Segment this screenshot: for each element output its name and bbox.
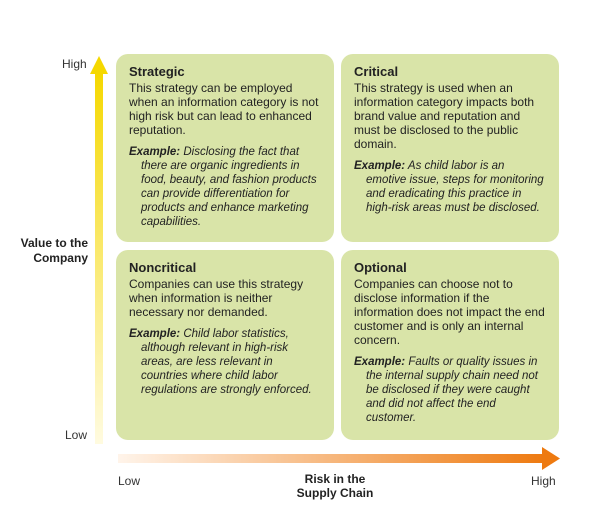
y-axis-high-label: High	[62, 57, 87, 71]
x-axis-high-label: High	[531, 474, 556, 488]
quadrant-description: This strategy can be employed when an in…	[129, 81, 319, 137]
y-axis-arrow	[90, 56, 108, 444]
x-axis-title-line1: Risk in the	[304, 472, 366, 486]
quadrant-optional: Optional Companies can choose not to dis…	[341, 250, 559, 440]
quadrant-strategic: Strategic This strategy can be employed …	[116, 54, 334, 242]
example-text: Disclosing the fact that there are organ…	[141, 146, 317, 228]
example-label: Example:	[354, 356, 406, 368]
quadrant-critical: Critical This strategy is used when an i…	[341, 54, 559, 242]
quadrant-example: Example: Disclosing the fact that there …	[129, 145, 322, 229]
example-label: Example:	[129, 146, 181, 158]
quadrant-description: Companies can use this strategy when inf…	[129, 277, 304, 319]
quadrant-description: This strategy is used when an informatio…	[354, 81, 535, 151]
y-axis-title-line1: Value to the	[20, 236, 88, 250]
quadrant-noncritical: Noncritical Companies can use this strat…	[116, 250, 334, 440]
y-axis-title: Value to the Company	[8, 236, 88, 266]
x-axis-arrow	[118, 447, 560, 470]
example-label: Example:	[129, 328, 181, 340]
example-text: As child labor is an emotive issue, step…	[366, 160, 544, 214]
quadrant-title: Optional	[354, 260, 407, 275]
quadrant-example: Example: Child labor statistics, althoug…	[129, 327, 322, 397]
example-text: Child labor statistics, although relevan…	[141, 328, 312, 396]
y-axis-title-line2: Company	[33, 251, 88, 265]
y-axis-low-label: Low	[65, 428, 88, 442]
x-axis-low-label: Low	[118, 474, 141, 488]
quadrant-title: Critical	[354, 64, 399, 79]
quadrant-example: Example: As child labor is an emotive is…	[354, 159, 547, 215]
example-text: Faults or quality issues in the internal…	[366, 356, 538, 424]
quadrant-title: Strategic	[129, 64, 185, 79]
quadrant-example: Example: Faults or quality issues in the…	[354, 355, 547, 425]
example-label: Example:	[354, 160, 406, 172]
quadrant-description: Companies can choose not to disclose inf…	[354, 277, 545, 347]
x-axis-title-line2: Supply Chain	[296, 486, 374, 500]
quadrant-title: Noncritical	[129, 260, 197, 275]
x-axis-title: Risk in the Supply Chain	[280, 472, 390, 500]
